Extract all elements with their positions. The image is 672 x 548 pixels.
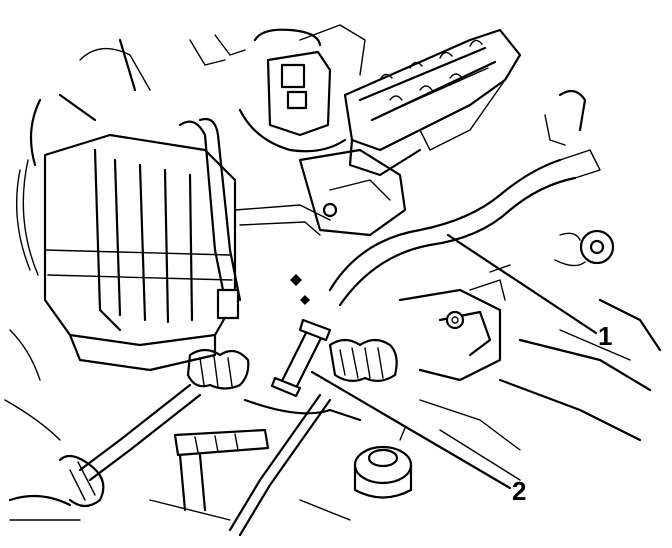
suspension-links: [173, 393, 362, 537]
upper-hose-left: [178, 117, 242, 320]
intake-manifold: [343, 28, 522, 177]
callout-label-1: 1: [598, 321, 612, 351]
callout-leader-2: [310, 370, 512, 490]
callout-label-2: 2: [512, 476, 526, 506]
center-brackets: [234, 148, 407, 305]
frame-lines: [4, 298, 662, 521]
axle-boot-right: [328, 338, 398, 382]
lower-mount: [353, 427, 413, 499]
axle-shaft: [8, 383, 202, 521]
lower-hose: [270, 318, 332, 398]
air-cleaner-housing: [15, 38, 237, 372]
wiring-harness: [328, 89, 615, 307]
axle-boot-left: [186, 348, 250, 390]
throttle-body: [189, 24, 366, 153]
transmission-area: [398, 264, 652, 442]
callout-leader-1: [446, 233, 598, 335]
